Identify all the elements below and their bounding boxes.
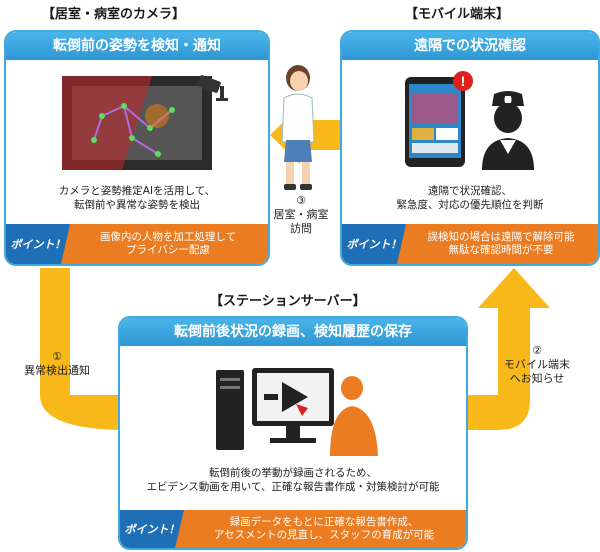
- alert-badge-icon: !: [453, 71, 473, 91]
- flow-arrow-2: [455, 268, 550, 430]
- mobile-panel: 遠隔での状況確認 ! 遠隔で状況確認、 緊急度、対応の優先順位を判断 ポイント！…: [340, 30, 600, 266]
- alert-mark: !: [461, 73, 466, 89]
- security-camera-icon: [197, 75, 228, 101]
- camera-description: カメラと姿勢推定AIを活用して、 転倒前や異常な姿勢を検出: [58, 185, 216, 211]
- mobile-section-label: 【モバイル端末】: [405, 7, 510, 22]
- step1-label: ① 異常検出通知: [24, 350, 90, 377]
- pose-estimation-image: [62, 76, 212, 170]
- step2-label: ② モバイル端末 へお知らせ: [504, 344, 570, 385]
- camera-panel-title: 転倒前の姿勢を検知・通知: [6, 32, 268, 60]
- server-section-label: 【ステーションサーバー】: [210, 294, 366, 309]
- camera-panel: 転倒前の姿勢を検知・通知 カメラと姿勢推定AIを活用して、 転倒前や異常な姿勢を…: [4, 30, 270, 266]
- server-panel: 転倒前後状況の録画、検知履歴の保存 転倒前後の挙動が録画されるため、 エビデンス…: [118, 316, 468, 550]
- server-point-text: 録画データをもとに正確な報告書作成、 アセスメントの見直し、スタッフの育成が可能: [213, 516, 435, 541]
- camera-point-badge: ポイント！: [6, 224, 70, 264]
- mobile-panel-title: 遠隔での状況確認: [342, 32, 598, 60]
- camera-point-text: 画像内の人物を加工処理して プライバシー配慮: [99, 231, 237, 256]
- server-computer-icon: [216, 368, 378, 456]
- nurse-icon: [482, 91, 534, 170]
- mobile-description: 遠隔で状況確認、 緊急度、対応の優先順位を判断: [396, 185, 544, 211]
- walking-nurse-icon: [281, 65, 315, 190]
- tablet-icon: [405, 77, 465, 167]
- server-point-badge: ポイント！: [120, 510, 184, 548]
- mobile-point-bar: ポイント！ 誤検知の場合は遠隔で解除可能 無駄な確認時間が不要: [342, 224, 598, 264]
- step3-label: ③ 居室・病室 訪問: [273, 194, 329, 235]
- server-point-bar: ポイント！ 録画データをもとに正確な報告書作成、 アセスメントの見直し、スタッフ…: [120, 510, 466, 548]
- mobile-point-text: 誤検知の場合は遠隔で解除可能 無駄な確認時間が不要: [427, 231, 575, 256]
- camera-point-bar: ポイント！ 画像内の人物を加工処理して プライバシー配慮: [6, 224, 268, 264]
- camera-section-label: 【居室・病室のカメラ】: [42, 7, 186, 22]
- server-description: 転倒前後の挙動が録画されるため、 エビデンス動画を用いて、正確な報告書作成・対策…: [146, 467, 440, 493]
- server-panel-title: 転倒前後状況の録画、検知履歴の保存: [120, 318, 466, 346]
- mobile-point-badge: ポイント！: [342, 224, 406, 264]
